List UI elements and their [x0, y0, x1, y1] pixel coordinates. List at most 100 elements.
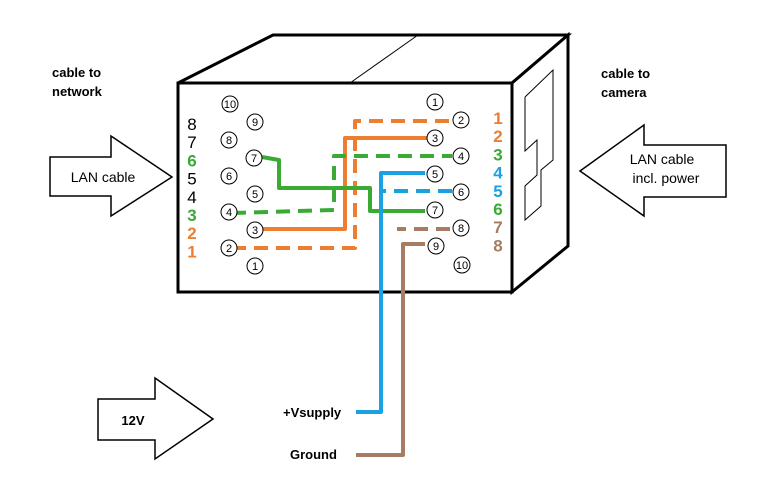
- pin-number: 2: [458, 115, 464, 127]
- pin-number: 7: [432, 205, 438, 217]
- arrow-lan-power: LAN cable incl. power: [578, 123, 727, 218]
- pin-circle: 9: [246, 113, 264, 131]
- pin-circle: 2: [220, 239, 238, 257]
- pin-number: 5: [432, 169, 438, 181]
- pin-ring: [220, 239, 238, 257]
- pin-number: 4: [458, 151, 464, 163]
- wire-order-number: 1: [493, 109, 502, 128]
- wire-order-number: 3: [493, 145, 502, 164]
- pin-circle: 10: [221, 95, 239, 113]
- pin-number: 1: [252, 261, 258, 273]
- pin-number: 9: [433, 241, 439, 253]
- pin-ring: [221, 95, 239, 113]
- pin-circle: 5: [246, 185, 264, 203]
- pin-number: 3: [252, 225, 258, 237]
- pin-number: 3: [432, 133, 438, 145]
- wire-order-number: 8: [493, 236, 502, 255]
- pin-circle: 7: [245, 149, 263, 167]
- box-top-face: [177, 33, 573, 85]
- pin-number: 6: [226, 171, 232, 183]
- wire-order-number: 5: [187, 170, 196, 189]
- pin-number: 7: [251, 153, 257, 165]
- arrow-lan-power-label-2: incl. power: [633, 170, 700, 186]
- label-ground: Ground: [290, 447, 337, 462]
- arrow-12v: 12V: [97, 376, 215, 461]
- label-vsupply: +Vsupply: [283, 405, 342, 420]
- wire-order-number: 7: [187, 133, 196, 152]
- pin-circle: 8: [220, 131, 238, 149]
- pin-circle: 1: [246, 257, 264, 275]
- pin-number: 6: [458, 187, 464, 199]
- pin-ring: [220, 203, 238, 221]
- wire-brown-solid: [356, 242, 425, 457]
- pin-ring: [452, 183, 470, 201]
- pin-circle: 2: [452, 111, 470, 129]
- pin-number: 1: [432, 97, 438, 109]
- wire-order-number: 7: [493, 218, 502, 237]
- wire-order-number: 8: [187, 115, 196, 134]
- pin-circle: 6: [220, 167, 238, 185]
- pin-ring: [220, 131, 238, 149]
- pin-number: 8: [458, 223, 464, 235]
- arrow-lan-power-label-1: LAN cable: [630, 151, 695, 167]
- pin-ring: [246, 221, 264, 239]
- pin-number: 4: [226, 207, 232, 219]
- pin-ring: [246, 113, 264, 131]
- side-connector: [524, 68, 554, 222]
- arrow-lan-power-shape: [578, 123, 727, 218]
- wires: [231, 119, 452, 457]
- pin-circle: 1: [426, 93, 444, 111]
- arrow-lan-cable-label: LAN cable: [71, 169, 136, 185]
- pin-number: 9: [252, 117, 258, 129]
- label-cable-to-network-1: cable to: [52, 65, 101, 80]
- pin-ring: [426, 129, 444, 147]
- wire-order-number: 6: [493, 200, 502, 219]
- pin-ring: [246, 185, 264, 203]
- wire-order-number: 2: [493, 127, 502, 146]
- pin-ring: [220, 167, 238, 185]
- pin-circle: 10: [453, 256, 471, 274]
- pin-number: 8: [226, 135, 232, 147]
- pin-ring: [453, 256, 471, 274]
- right-pins: 1 2 3 4 5 6 7 8 9 10: [426, 93, 471, 274]
- pin-number: 2: [226, 243, 232, 255]
- arrow-lan-cable: LAN cable: [49, 134, 174, 218]
- wire-blue-solid: [356, 171, 425, 414]
- label-cable-to-camera-2: camera: [601, 85, 647, 100]
- pin-number: 5: [252, 189, 258, 201]
- pin-circle: 8: [452, 219, 470, 237]
- pin-ring: [246, 257, 264, 275]
- pin-ring: [452, 111, 470, 129]
- arrow-lan-cable-shape: [49, 134, 174, 218]
- pin-circle: 5: [426, 165, 444, 183]
- enclosure-box: [176, 31, 573, 296]
- pin-circle: 7: [426, 201, 444, 219]
- label-cable-to-camera-1: cable to: [601, 66, 650, 81]
- pin-number: 10: [456, 260, 468, 272]
- wire-order-number: 4: [187, 188, 196, 207]
- wire-order-number: 4: [493, 164, 503, 183]
- box-top-seam: [349, 34, 419, 84]
- wire-orange-dashed: [232, 119, 452, 250]
- arrow-12v-shape: [97, 376, 215, 461]
- pin-ring: [452, 219, 470, 237]
- pin-circle: 4: [220, 203, 238, 221]
- wire-order-number: 5: [493, 182, 502, 201]
- wire-green-dashed: [231, 154, 452, 215]
- pin-circle: 6: [452, 183, 470, 201]
- pin-ring: [426, 201, 444, 219]
- left-pins: 10 9 8 7 6 5 4 3 2 1: [220, 95, 264, 275]
- pin-ring: [426, 93, 444, 111]
- arrow-12v-label: 12V: [121, 413, 144, 428]
- box-side-face: [510, 31, 570, 296]
- pin-ring: [427, 237, 445, 255]
- wire-order-number: 2: [187, 224, 196, 243]
- pin-number: 10: [224, 99, 236, 111]
- pin-circle: 4: [452, 147, 470, 165]
- wire-order-number: 6: [187, 151, 196, 170]
- pin-circle: 9: [427, 237, 445, 255]
- label-cable-to-network-2: network: [52, 84, 103, 99]
